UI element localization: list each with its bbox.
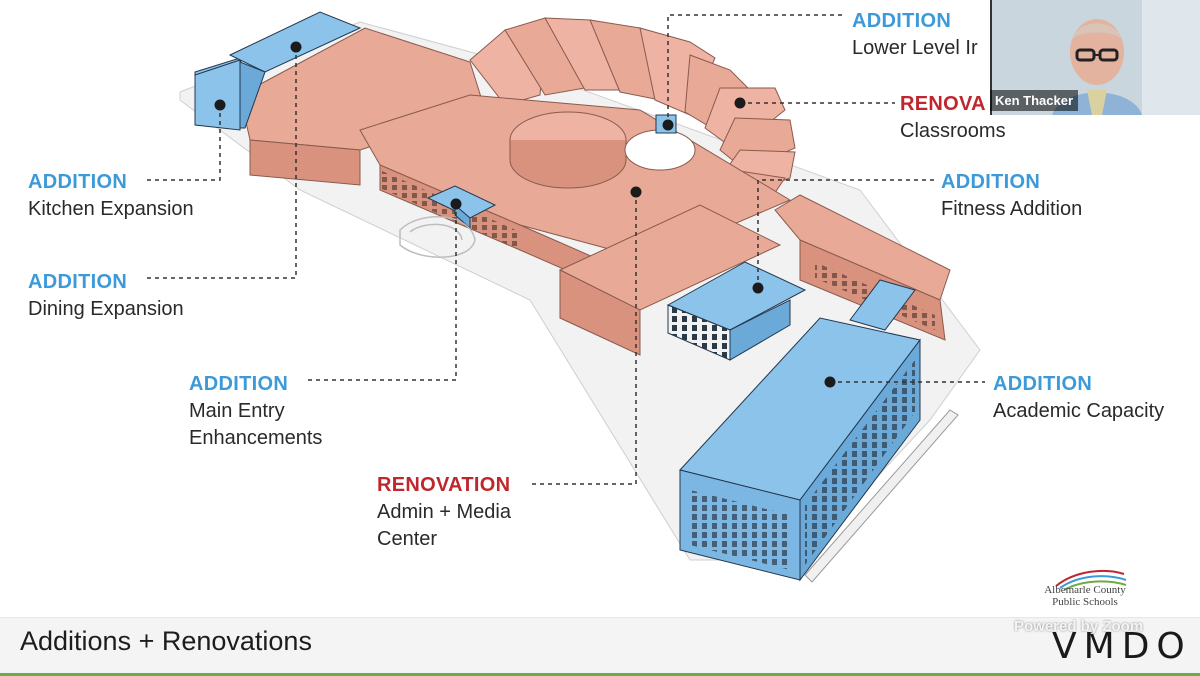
callout-kind: RENOVA [900,93,986,115]
callout-kind: ADDITION [941,171,1041,193]
district-logo-line1: Albemarle County [1044,584,1126,596]
callout-fitness: ADDITION Fitness Addition [941,169,1082,223]
callout-desc: Classrooms [900,120,1006,142]
callout-kitchen: ADDITION Kitchen Expansion [28,169,194,223]
callout-desc-line2: Center [377,528,438,550]
callout-kind: ADDITION [852,10,952,32]
callout-desc: Academic Capacity [993,400,1165,422]
callout-desc: Kitchen Expansion [28,198,194,220]
callout-dots [214,41,836,388]
building-diagram [145,11,985,583]
district-logo-icon [1055,569,1127,591]
callout-desc-line1: Main Entry [189,400,285,422]
callout-lower-level: ADDITION Lower Level Ir [852,8,978,62]
east-wing [774,194,951,301]
callout-desc: Lower Level Ir [852,37,978,59]
callout-main-entry: ADDITION Main Entry Enhancements [189,371,322,452]
callout-dining: ADDITION Dining Expansion [28,269,184,323]
callout-kind: ADDITION [28,271,128,293]
district-logo-text: Albemarle County Public Schools [1040,584,1130,608]
district-logo-line2: Public Schools [1052,596,1118,608]
zoom-watermark: Powered by Zoom [1014,618,1144,635]
slide-footer [0,617,1200,676]
callout-desc-line1: Admin + Media [377,501,511,523]
brand-logo: VMDO [1052,626,1192,667]
callout-desc: Fitness Addition [941,198,1083,220]
callout-kind: ADDITION [28,171,128,193]
callout-kind: RENOVATION [377,474,511,496]
callout-admin-media: RENOVATION Admin + Media Center [377,472,511,553]
callout-kind: ADDITION [993,373,1093,395]
participant-name-label: Ken Thacker [990,90,1079,111]
leader-lines [145,14,985,485]
slide-title: Additions + Renovations [20,626,312,656]
callout-academic: ADDITION Academic Capacity [993,371,1164,425]
callout-kind: ADDITION [189,373,289,395]
callout-desc: Dining Expansion [28,298,184,320]
footer-accent-line [0,673,1200,676]
callout-desc-line2: Enhancements [189,427,323,449]
callout-classrooms: RENOVA Classrooms [900,91,1006,145]
